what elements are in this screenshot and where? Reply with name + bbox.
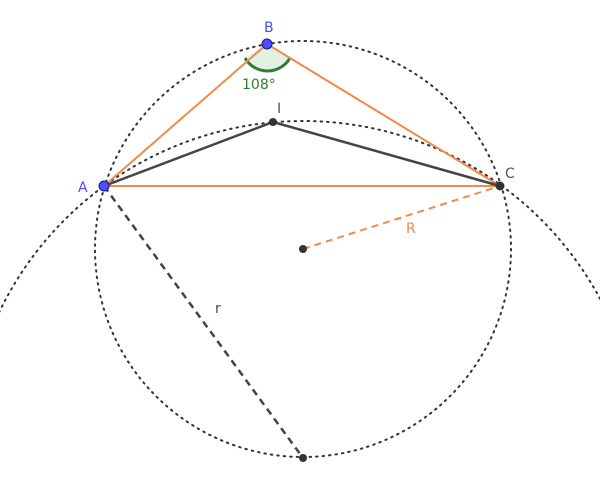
incenter-arc	[0, 120, 600, 314]
point-b[interactable]	[261, 38, 273, 50]
point-c[interactable]	[495, 181, 505, 191]
angle-arc-b	[243, 57, 292, 73]
segment-ic	[272, 120, 501, 188]
angle-marker-b	[245, 44, 290, 71]
segment-bc	[266, 43, 501, 187]
label-R: R	[406, 221, 416, 237]
label-c: C	[505, 166, 515, 182]
radius-r	[102, 185, 305, 459]
point-a[interactable]	[98, 180, 110, 192]
label-i: I	[277, 101, 281, 117]
label-r: r	[215, 301, 221, 317]
point-o[interactable]	[299, 245, 307, 253]
label-a: A	[78, 180, 88, 196]
radius-R	[302, 185, 501, 250]
point-i[interactable]	[269, 118, 277, 126]
point-d[interactable]	[299, 454, 307, 462]
segment-ai	[103, 120, 274, 188]
label-angle-b: 108°	[242, 77, 276, 93]
segment-ab	[103, 43, 268, 187]
label-b: B	[264, 20, 274, 36]
